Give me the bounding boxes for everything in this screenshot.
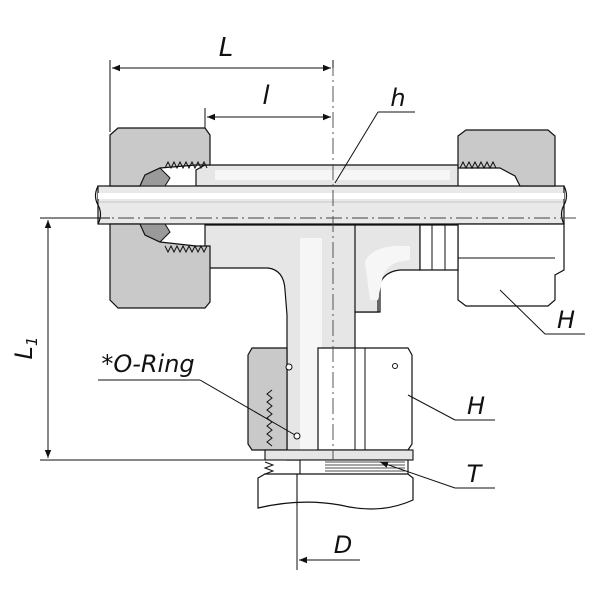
label-L1-sub: 1 <box>23 337 41 347</box>
center-lines <box>40 60 580 460</box>
dimension-D <box>296 505 360 570</box>
body-threads <box>164 160 497 254</box>
leader-H-lower <box>407 394 495 421</box>
dimension-L1 <box>40 217 265 461</box>
label-L: L <box>219 33 234 63</box>
label-H-upper: H <box>557 306 575 334</box>
leader-h <box>334 111 415 184</box>
dimension-l <box>204 108 331 128</box>
leader-o-ring <box>98 379 296 436</box>
label-L1-main: L <box>10 346 38 359</box>
label-l: l <box>262 81 270 111</box>
dimension-L <box>109 60 334 132</box>
right-union-nut <box>419 129 565 307</box>
label-L1: L1 <box>10 337 41 360</box>
label-o-ring: *O-Ring <box>101 350 194 378</box>
stud-end <box>257 449 414 510</box>
swivel-nut <box>247 347 413 451</box>
leader-H-upper <box>499 289 585 335</box>
label-T: T <box>467 460 484 488</box>
label-D: D <box>334 531 352 559</box>
label-H-lower: H <box>467 392 485 420</box>
label-h: h <box>390 84 405 112</box>
left-union-nut <box>109 127 211 309</box>
leader-T <box>379 461 495 489</box>
